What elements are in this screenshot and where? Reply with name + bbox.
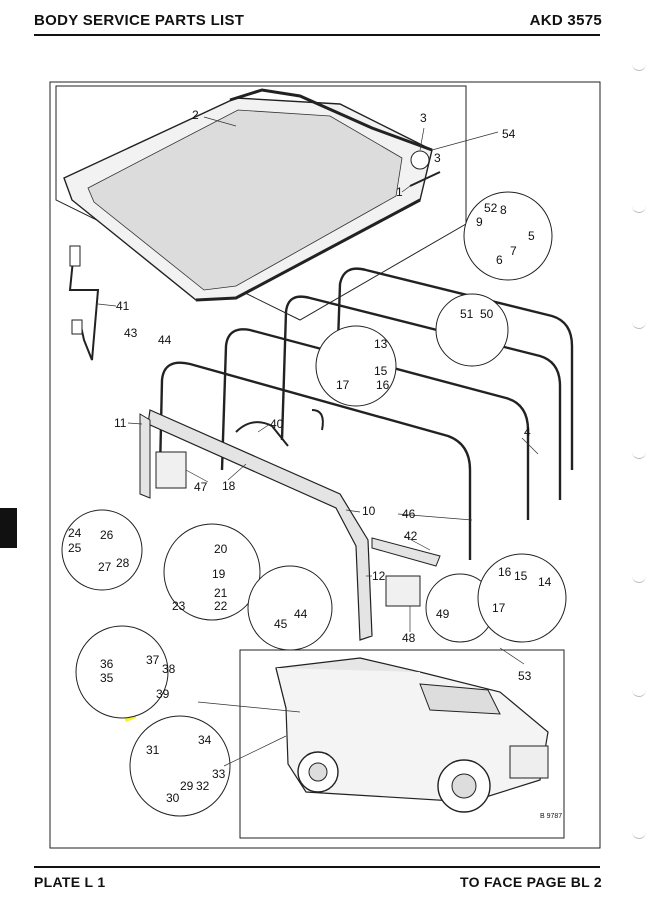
callout-3: 3 bbox=[434, 151, 441, 165]
callout-25: 25 bbox=[68, 541, 82, 555]
part-code: AKD 3575 bbox=[529, 12, 602, 29]
callout-13: 13 bbox=[374, 337, 388, 351]
thumb-index-tab bbox=[0, 508, 17, 548]
callout-16: 16 bbox=[498, 565, 512, 579]
callout-36: 36 bbox=[100, 657, 114, 671]
callout-15: 15 bbox=[514, 569, 528, 583]
callout-7: 7 bbox=[510, 244, 517, 258]
strap-41 bbox=[68, 245, 100, 361]
tilt-cover-panel bbox=[55, 85, 467, 321]
callout-49: 49 bbox=[436, 607, 450, 621]
callout-53: 53 bbox=[518, 669, 532, 683]
margin-mark bbox=[632, 576, 646, 583]
callout-6: 6 bbox=[496, 253, 503, 267]
callout-17: 17 bbox=[492, 601, 506, 615]
callout-9: 9 bbox=[476, 215, 483, 229]
callout-19: 19 bbox=[212, 567, 226, 581]
callout-35: 35 bbox=[100, 671, 114, 685]
callout-2: 2 bbox=[192, 108, 199, 122]
callout-16: 16 bbox=[376, 378, 390, 392]
callout-54: 54 bbox=[502, 127, 516, 141]
header-rule bbox=[34, 34, 600, 36]
callout-26: 26 bbox=[100, 528, 114, 542]
callout-20: 20 bbox=[214, 542, 228, 556]
margin-mark bbox=[632, 690, 646, 697]
callout-5: 5 bbox=[528, 229, 535, 243]
callout-34: 34 bbox=[198, 733, 212, 747]
callout-39: 39 bbox=[156, 687, 170, 701]
callout-44: 44 bbox=[294, 607, 308, 621]
callout-14: 14 bbox=[538, 575, 552, 589]
callout-10: 10 bbox=[362, 504, 376, 518]
callout-3: 3 bbox=[420, 111, 427, 125]
margin-mark bbox=[632, 64, 646, 71]
callout-37: 37 bbox=[146, 653, 160, 667]
leader-lines bbox=[97, 116, 539, 767]
bracket-47 bbox=[155, 451, 187, 489]
callout-22: 22 bbox=[214, 599, 228, 613]
callout-18: 18 bbox=[222, 479, 236, 493]
callout-1: 1 bbox=[396, 185, 403, 199]
page-title: BODY SERVICE PARTS LIST bbox=[34, 12, 245, 29]
margin-mark bbox=[632, 206, 646, 213]
callout-45: 45 bbox=[274, 617, 288, 631]
callout-44: 44 bbox=[158, 333, 172, 347]
callout-51: 51 bbox=[460, 307, 474, 321]
callout-42: 42 bbox=[404, 529, 418, 543]
margin-mark bbox=[632, 452, 646, 459]
callout-28: 28 bbox=[116, 556, 130, 570]
callout-40: 40 bbox=[270, 417, 284, 431]
callout-38: 38 bbox=[162, 662, 176, 676]
callout-4: 4 bbox=[524, 425, 531, 439]
callout-50: 50 bbox=[480, 307, 494, 321]
margin-mark bbox=[632, 322, 646, 329]
callout-24: 24 bbox=[68, 526, 82, 540]
van-illustration bbox=[239, 649, 565, 839]
callout-labels: 2 3 3 54 1 52 8 9 5 7 6 41 51 50 43 44 1… bbox=[68, 108, 562, 820]
callout-15: 15 bbox=[374, 364, 388, 378]
callout-17: 17 bbox=[336, 378, 350, 392]
callout-47: 47 bbox=[194, 480, 208, 494]
plate-label: PLATE L 1 bbox=[34, 874, 106, 890]
callout-12: 12 bbox=[372, 569, 386, 583]
callout-21: 21 bbox=[214, 586, 228, 600]
callout-43: 43 bbox=[124, 326, 138, 340]
side-rails bbox=[139, 409, 441, 641]
callout-27: 27 bbox=[98, 560, 112, 574]
figure-ref: B 9787 bbox=[540, 813, 562, 820]
callout-46: 46 bbox=[402, 507, 416, 521]
margin-mark bbox=[632, 832, 646, 839]
callout-52: 52 bbox=[484, 201, 498, 215]
callout-41: 41 bbox=[116, 299, 130, 313]
callout-33: 33 bbox=[212, 767, 226, 781]
callout-31: 31 bbox=[146, 743, 160, 757]
callout-29: 29 bbox=[180, 779, 194, 793]
callout-32: 32 bbox=[196, 779, 210, 793]
detail-circles bbox=[61, 191, 567, 817]
callout-11: 11 bbox=[114, 416, 127, 430]
callout-30: 30 bbox=[166, 791, 180, 805]
footer-rule bbox=[34, 866, 600, 868]
callout-48: 48 bbox=[402, 631, 416, 645]
callout-23: 23 bbox=[172, 599, 186, 613]
diagram-frame bbox=[49, 81, 601, 849]
callout-8: 8 bbox=[500, 203, 507, 217]
page-reference: TO FACE PAGE BL 2 bbox=[459, 874, 602, 890]
